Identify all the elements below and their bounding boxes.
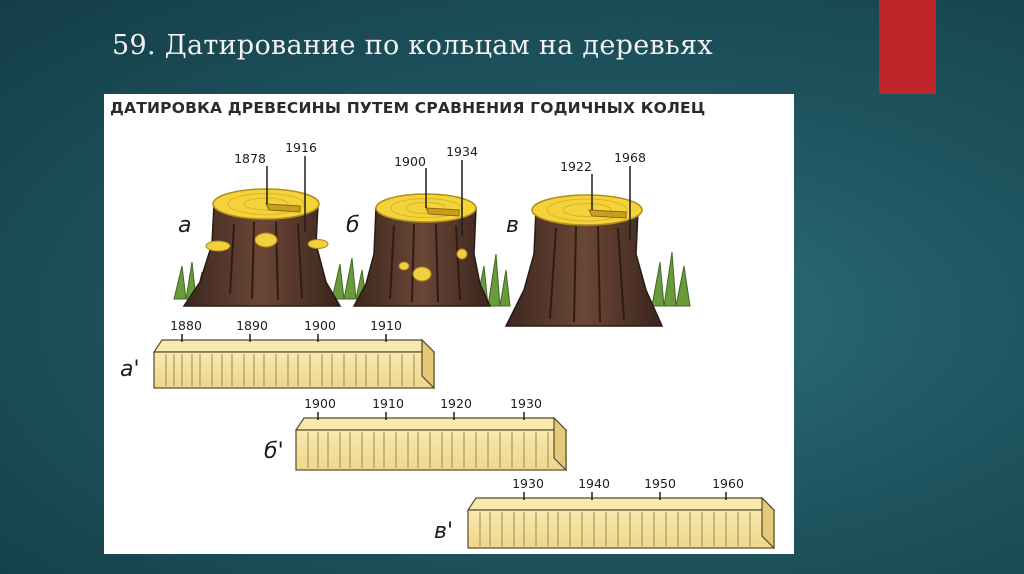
tree-ring-dating-figure: ДАТИРОВКА ДРЕВЕСИНЫ ПУТЕМ СРАВНЕНИЯ ГОДИ…: [104, 94, 794, 554]
red-accent-block: [879, 0, 936, 94]
wood-bar-v-body: [467, 509, 775, 549]
wood-bar-v-grain: [479, 512, 751, 546]
bar-v-tick-4: 1960: [712, 476, 744, 491]
stump-b: 1900 1934 б: [346, 144, 511, 307]
bar-a-label: а': [120, 357, 140, 382]
wood-bar-a-grain: [165, 354, 415, 386]
wood-bar-a-body: [153, 351, 435, 389]
stump-a-year-inner: 1878: [234, 151, 266, 166]
stump-v-label: в: [506, 213, 519, 238]
stump-v-bark: [504, 209, 664, 327]
bar-b-tick-2: 1910: [372, 396, 404, 411]
bar-b-tick-3: 1920: [440, 396, 472, 411]
stump-a-year-outer: 1916: [285, 140, 317, 155]
stump-v-year-outer: 1968: [614, 150, 646, 165]
bar-v-tick-2: 1940: [578, 476, 610, 491]
stump-b-label: б: [346, 213, 360, 238]
figure-heading: ДАТИРОВКА ДРЕВЕСИНЫ ПУТЕМ СРАВНЕНИЯ ГОДИ…: [110, 99, 706, 117]
bar-a-tick-4: 1910: [370, 318, 402, 333]
bar-a-tick-2: 1890: [236, 318, 268, 333]
stump-b-year-inner: 1900: [394, 154, 426, 169]
wood-bar-b-body: [295, 429, 567, 471]
wood-bar-a: 1880 1890 1900 1910 а': [120, 318, 436, 390]
stump-a-label: а: [178, 213, 191, 238]
stump-b-year-outer: 1934: [446, 144, 478, 159]
bar-b-tick-1: 1900: [304, 396, 336, 411]
figure-illustration: 1878 1916 а 1900 1934 б: [120, 140, 776, 550]
bar-b-label: б': [264, 439, 284, 464]
bar-b-tick-4: 1930: [510, 396, 542, 411]
bar-v-label: в': [434, 519, 453, 544]
bar-a-tick-1: 1880: [170, 318, 202, 333]
stump-v: 1922 1968 в: [504, 150, 691, 327]
bar-v-tick-3: 1950: [644, 476, 676, 491]
wood-bar-b-grain: [307, 432, 549, 468]
grass-v: [651, 251, 691, 307]
stump-v-year-inner: 1922: [560, 159, 592, 174]
bar-a-tick-3: 1900: [304, 318, 336, 333]
wood-bar-b: 1900 1910 1920 1930 б': [264, 396, 568, 472]
slide-title: 59. Датирование по кольцам на деревьях: [112, 30, 713, 61]
bar-v-tick-1: 1930: [512, 476, 544, 491]
stump-a: 1878 1916 а: [173, 140, 367, 307]
wood-bar-v: 1930 1940 1950 1960 в': [434, 476, 776, 550]
